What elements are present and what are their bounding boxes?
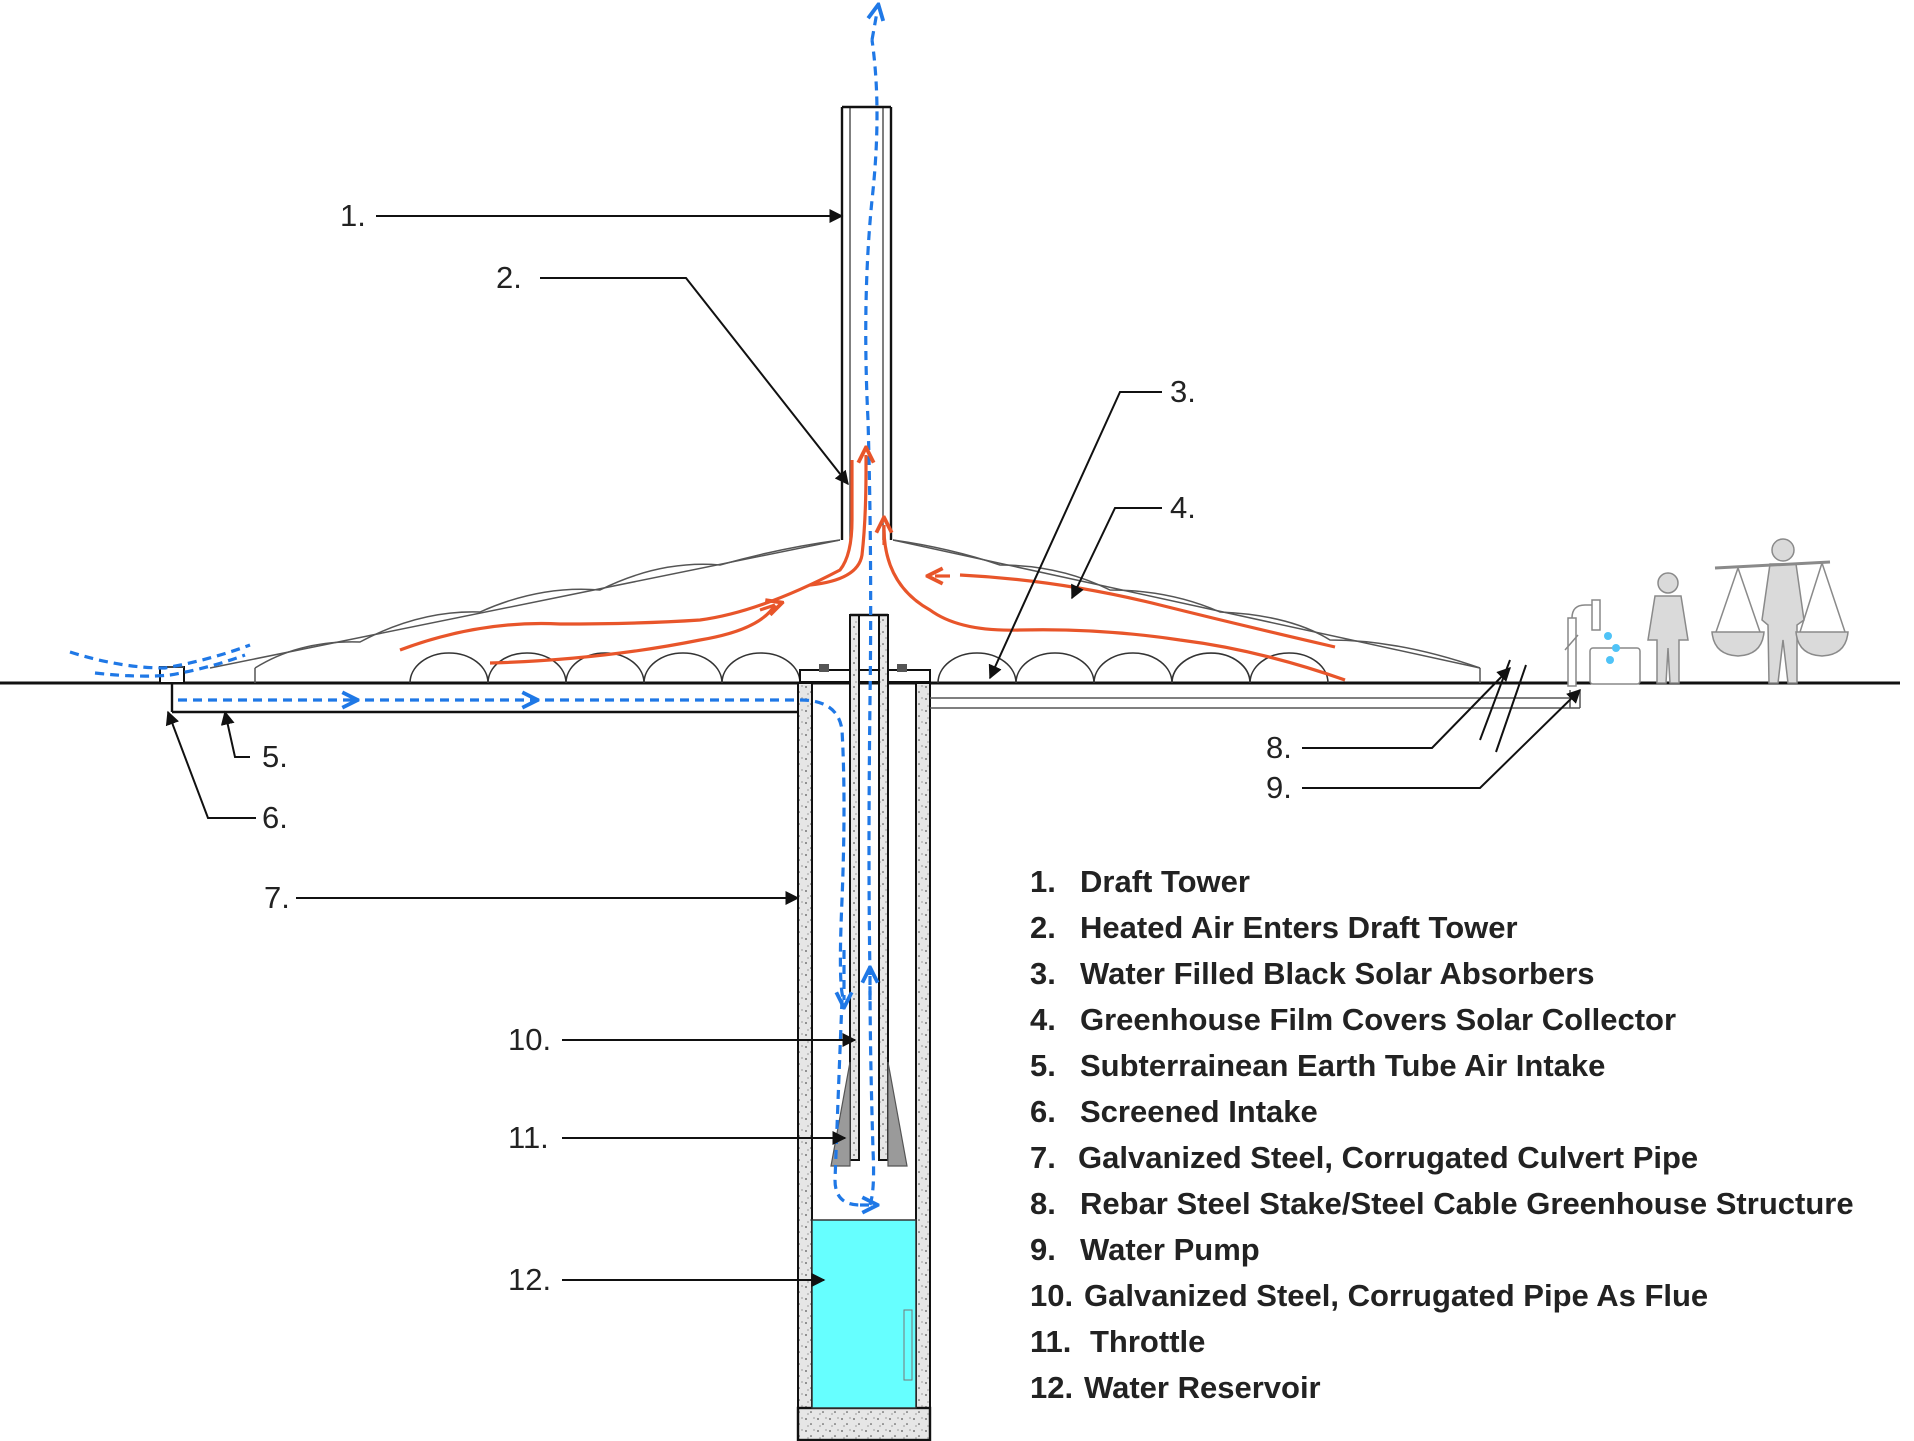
pump-line <box>930 690 1581 709</box>
callout-5: 5. <box>262 739 288 774</box>
throttle <box>830 1061 908 1167</box>
legend-text-10: Galvanized Steel, Corrugated Pipe As Flu… <box>1084 1278 1708 1313</box>
legend: 1. Draft Tower 2. Heated Air Enters Draf… <box>1030 864 1854 1405</box>
flue-pipe <box>849 613 889 1161</box>
callout-6: 6. <box>262 800 288 835</box>
callout-2: 2. <box>496 260 522 295</box>
legend-text-6: Screened Intake <box>1080 1094 1318 1129</box>
legend-num-2: 2. <box>1030 910 1056 945</box>
callout-1: 1. <box>340 198 366 233</box>
legend-text-11: Throttle <box>1090 1324 1205 1359</box>
callout-labels: 1. 2. 3. 4. 5. 6. 7. 8. 9. 10. 11. 12. <box>262 198 1292 1297</box>
callout-7: 7. <box>264 880 290 915</box>
legend-text-5: Subterrainean Earth Tube Air Intake <box>1080 1048 1605 1083</box>
legend-text-2: Heated Air Enters Draft Tower <box>1080 910 1518 945</box>
person-figure <box>1647 572 1689 684</box>
callout-11: 11. <box>508 1120 549 1155</box>
culvert-pipe <box>796 669 932 1441</box>
legend-text-12: Water Reservoir <box>1084 1370 1321 1405</box>
legend-num-9: 9. <box>1030 1232 1056 1267</box>
legend-num-6: 6. <box>1030 1094 1056 1129</box>
legend-text-3: Water Filled Black Solar Absorbers <box>1080 956 1595 991</box>
water-reservoir <box>811 1219 917 1409</box>
callout-10: 10. <box>508 1022 551 1057</box>
legend-text-9: Water Pump <box>1080 1232 1260 1267</box>
callout-3: 3. <box>1170 374 1196 409</box>
legend-text-4: Greenhouse Film Covers Solar Collector <box>1080 1002 1676 1037</box>
legend-text-7: Galvanized Steel, Corrugated Culvert Pip… <box>1078 1140 1698 1175</box>
legend-text-1: Draft Tower <box>1080 864 1250 899</box>
leader-lines <box>165 209 1581 1287</box>
legend-text-8: Rebar Steel Stake/Steel Cable Greenhouse… <box>1080 1186 1854 1221</box>
callout-12: 12. <box>508 1262 551 1297</box>
cap-bolts <box>819 664 907 672</box>
legend-num-10: 10. <box>1030 1278 1073 1313</box>
legend-num-7: 7. <box>1030 1140 1056 1175</box>
callout-8: 8. <box>1266 730 1292 765</box>
legend-num-8: 8. <box>1030 1186 1056 1221</box>
legend-num-4: 4. <box>1030 1002 1056 1037</box>
water-pump <box>1564 599 1641 687</box>
solar-absorbers <box>409 652 1329 684</box>
cool-air-flow <box>69 12 877 1205</box>
callout-9: 9. <box>1266 770 1292 805</box>
legend-num-12: 12. <box>1030 1370 1073 1405</box>
legend-num-3: 3. <box>1030 956 1056 991</box>
legend-num-11: 11. <box>1030 1324 1071 1359</box>
callout-4: 4. <box>1170 490 1196 525</box>
water-carrier-figure <box>1711 538 1849 684</box>
legend-num-1: 1. <box>1030 864 1056 899</box>
draft-tower <box>840 105 893 540</box>
heated-air-flow <box>399 455 1346 682</box>
legend-num-5: 5. <box>1030 1048 1056 1083</box>
greenhouse-film <box>209 539 1481 683</box>
